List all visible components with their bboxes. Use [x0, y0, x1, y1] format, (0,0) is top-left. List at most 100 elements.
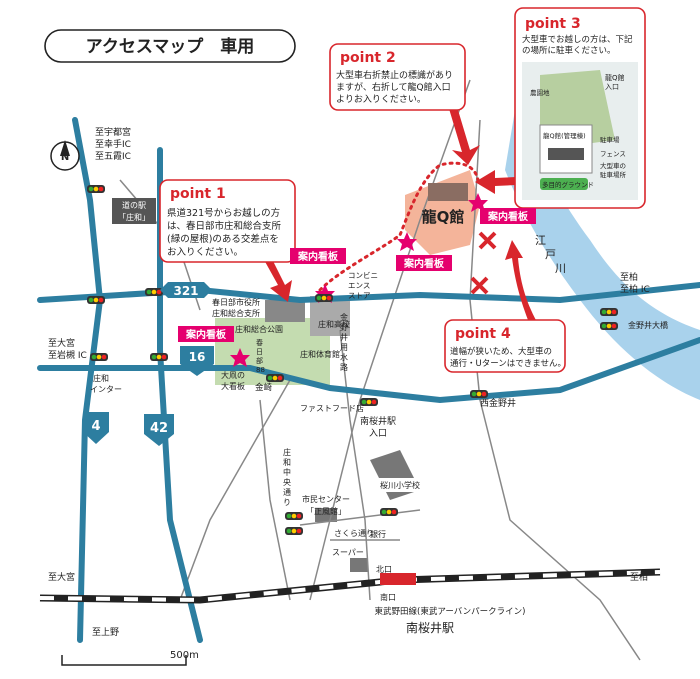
svg-text:庄和総合支所: 庄和総合支所: [212, 308, 260, 318]
svg-text:南桜井駅: 南桜井駅: [360, 415, 396, 427]
svg-text:西金野井: 西金野井: [480, 397, 516, 409]
svg-text:市民センター: 市民センター: [302, 494, 350, 504]
svg-text:大看板: 大看板: [221, 381, 245, 391]
svg-text:金: 金: [340, 312, 348, 322]
svg-text:至柏: 至柏: [630, 571, 648, 583]
svg-text:42: 42: [150, 421, 168, 436]
svg-text:野: 野: [340, 323, 348, 332]
svg-text:り: り: [283, 498, 291, 507]
svg-text:部: 部: [256, 356, 263, 365]
svg-text:入口: 入口: [605, 83, 619, 91]
signboard-labels: 案内看板 案内看板 案内看板 案内看板: [178, 208, 536, 342]
svg-text:ファストフード店: ファストフード店: [300, 403, 364, 413]
venue-label: 龍Q館: [422, 208, 465, 226]
place-labels: 道の駅 「庄和」 春日部市役所 庄和総合支所 庄和総合公園 庄和体育館 庄和高校…: [112, 198, 668, 635]
svg-text:point 1: point 1: [170, 186, 226, 202]
svg-text:大型車でお越しの方は、下記の場所に駐車ください。: 大型車でお越しの方は、下記の場所に駐車ください。: [522, 34, 633, 56]
svg-text:至大宮: 至大宮: [48, 571, 75, 583]
svg-text:至上野: 至上野: [92, 627, 119, 638]
svg-text:至大宮: 至大宮: [48, 337, 75, 349]
svg-text:江: 江: [535, 234, 546, 247]
svg-text:路: 路: [340, 362, 348, 372]
svg-text:至幸手IC: 至幸手IC: [95, 138, 131, 150]
svg-text:日: 日: [256, 348, 263, 356]
svg-text:金野井大橋: 金野井大橋: [628, 320, 668, 330]
svg-text:至柏: 至柏: [620, 271, 638, 283]
svg-text:川: 川: [555, 262, 566, 275]
svg-text:point 2: point 2: [340, 50, 396, 66]
svg-text:庄和高校: 庄和高校: [318, 319, 350, 329]
svg-text:銀行: 銀行: [370, 529, 386, 539]
svg-text:321: 321: [173, 284, 198, 298]
svg-text:案内看板: 案内看板: [185, 328, 227, 341]
svg-text:さくら通り: さくら通り: [334, 528, 374, 538]
svg-text:エンス: エンス: [348, 281, 370, 290]
svg-text:用: 用: [340, 343, 348, 352]
svg-text:「庄和」: 「庄和」: [118, 212, 150, 222]
svg-text:金崎: 金崎: [255, 382, 273, 393]
svg-text:南口: 南口: [380, 592, 396, 602]
svg-text:大凧の: 大凧の: [221, 370, 245, 380]
svg-text:多目的グラウンド: 多目的グラウンド: [542, 180, 594, 189]
svg-text:春: 春: [256, 338, 263, 347]
svg-text:500m: 500m: [170, 650, 199, 661]
traffic-lights: [87, 185, 618, 535]
super-building: [350, 558, 368, 572]
route-4-shield: 4: [83, 412, 109, 444]
svg-text:道の駅: 道の駅: [122, 200, 146, 210]
svg-text:フェンス: フェンス: [600, 150, 626, 158]
svg-text:ストア: ストア: [348, 291, 371, 300]
no-entry-marks: [470, 231, 497, 295]
svg-text:水: 水: [340, 352, 348, 362]
svg-text:至柏 IC: 至柏 IC: [620, 283, 650, 295]
svg-text:井: 井: [340, 332, 348, 342]
svg-text:央: 央: [283, 477, 291, 487]
route-42-shield: 42: [144, 414, 174, 446]
svg-text:「正風館」: 「正風館」: [306, 506, 346, 516]
point4-callout: point 4 道幅が狭いため、大型車の通行・Uターンはできません。: [444, 319, 566, 373]
svg-text:16: 16: [189, 350, 206, 364]
svg-text:point 4: point 4: [455, 326, 511, 342]
svg-text:通: 通: [283, 487, 291, 497]
svg-text:戸: 戸: [545, 248, 556, 261]
chuo-dori-label: 庄 和 中 央 通 り: [283, 447, 291, 507]
svg-text:案内看板: 案内看板: [297, 250, 339, 263]
svg-text:至宇都宮: 至宇都宮: [95, 126, 131, 138]
svg-text:至岩槻 IC: 至岩槻 IC: [48, 349, 87, 361]
svg-text:インター: インター: [90, 385, 122, 394]
station-marker: [380, 573, 416, 585]
svg-text:東武野田線(東武アーバンパークライン): 東武野田線(東武アーバンパークライン): [375, 606, 526, 617]
svg-text:スーパー: スーパー: [332, 548, 364, 557]
svg-text:北口: 北口: [376, 565, 392, 574]
svg-text:案内看板: 案内看板: [403, 257, 445, 270]
svg-text:南桜井駅: 南桜井駅: [406, 620, 454, 635]
svg-text:中: 中: [283, 467, 291, 477]
railway: [39, 568, 661, 604]
svg-text:大型車右折禁止の標識がありますが、右折して龍Q館入口よりお入: 大型車右折禁止の標識がありますが、右折して龍Q館入口よりお入りください。: [336, 69, 453, 105]
svg-text:農園地: 農園地: [530, 88, 550, 97]
svg-text:駐車場所: 駐車場所: [600, 170, 627, 179]
svg-text:桜川小学校: 桜川小学校: [380, 480, 420, 490]
svg-text:庄和総合公園: 庄和総合公園: [235, 324, 283, 334]
route-321-shield: 321: [160, 282, 212, 298]
point3-callout: point 3 大型車でお越しの方は、下記の場所に駐車ください。 龍Q館 入口 …: [514, 7, 646, 209]
point1-callout: point 1 県道321号からお越しの方は、春日部市庄和総合支所(緑の屋根)の…: [159, 179, 296, 263]
svg-text:至五霞IC: 至五霞IC: [95, 151, 131, 162]
minor-roads: [119, 79, 641, 661]
svg-text:庄和: 庄和: [93, 373, 109, 383]
kanno-line-label: 金 野 井 用 水 路: [340, 312, 348, 372]
svg-text:88: 88: [256, 366, 265, 374]
svg-text:春日部市役所: 春日部市役所: [212, 297, 260, 307]
school-building: [370, 450, 420, 500]
svg-text:point 3: point 3: [525, 16, 581, 32]
high-school-building: [310, 296, 350, 336]
svg-text:案内看板: 案内看板: [487, 210, 529, 223]
title-text: アクセスマップ 車用: [86, 36, 255, 57]
svg-text:和: 和: [283, 458, 291, 467]
svg-text:庄和体育館: 庄和体育館: [300, 349, 340, 359]
edogawa-river: [505, 110, 700, 400]
svg-text:駐車場: 駐車場: [600, 135, 620, 144]
venue-building: [428, 183, 468, 201]
svg-text:県道321号からお越しの方は、春日部市庄和総合支所(緑の屋根: 県道321号からお越しの方は、春日部市庄和総合支所(緑の屋根)のある交差点をお入…: [167, 207, 282, 258]
